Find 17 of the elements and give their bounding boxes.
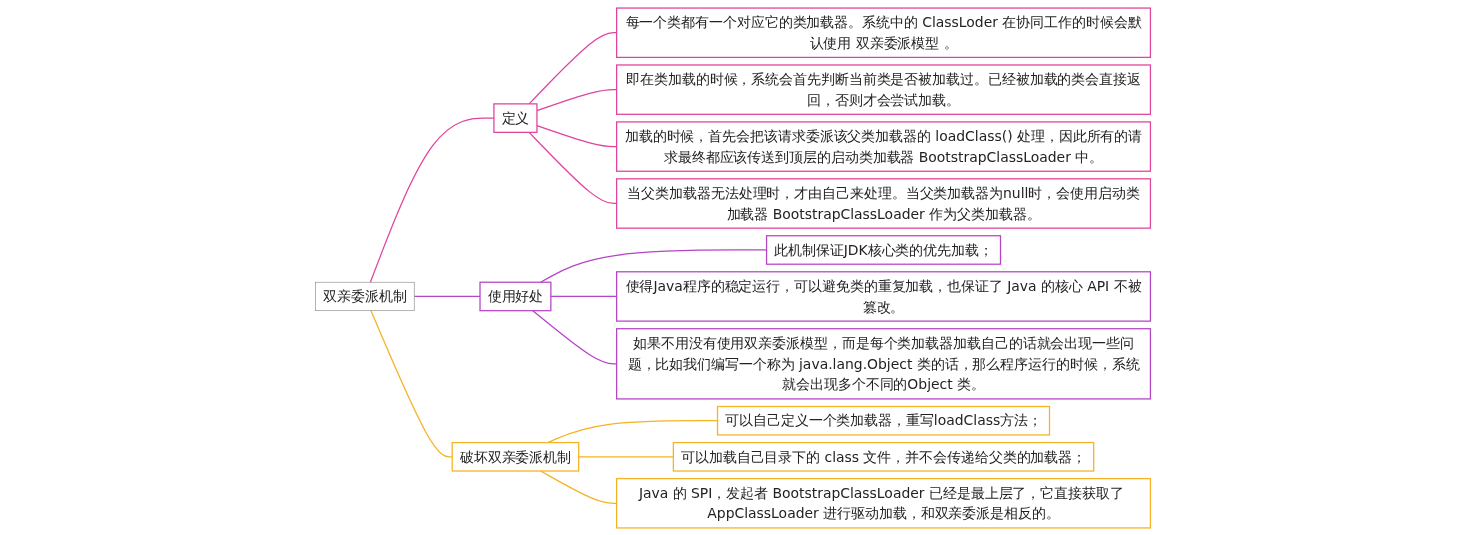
- node-box: 加载的时候，首先会把该请求委派该父类加载器的 loadClass() 处理，因此所有的请求最终都应该传送到顶层的启动类加载器 BootstrapClassLoader 中。: [616, 120, 1152, 172]
- node-box: 可以自己定义一个类加载器，重写loadClass方法；: [716, 405, 1051, 436]
- node-box: 每一个类都有一个对应它的类加载器。系统中的 ClassLoder 在协同工作的时候会默认使用 双亲委派模型 。: [616, 6, 1152, 58]
- node-box: 当父类加载器无法处理时，才由自己来处理。当父类加载器为null时，会使用启动类加载器 BootstrapClassLoader 作为父类加载器。: [616, 177, 1152, 229]
- node-box: 破坏双亲委派机制: [451, 441, 580, 472]
- node-box: 如果不用没有使用双亲委派模型，而是每个类加载器加载自己的话就会出现一些问题，比如我们编写一个称为 java.lang.Object 类的话，那么程序运行的时候，系统就会出现多个不同的Object 类。: [616, 327, 1152, 400]
- connector: [370, 309, 453, 457]
- node-box: 可以加载自己目录下的 class 文件，并不会传递给父类的加载器；: [672, 441, 1095, 472]
- node-box: 即在类加载的时候，系统会首先判断当前类是否被加载过。已经被加载的类会直接返回，否则才会尝试加载。: [616, 63, 1152, 115]
- connector: [413, 295, 481, 297]
- connector: [578, 455, 674, 457]
- node-box: 双亲委派机制: [315, 281, 415, 311]
- node-box: 定义: [493, 102, 538, 133]
- node-box: 使得Java程序的稳定运行，可以避免类的重复加载，也保证了 Java 的核心 API 不被篡改。: [616, 270, 1152, 322]
- node-box: Java 的 SPI，发起者 BootstrapClassLoader 已经是最上层了，它直接获取了 AppClassLoader 进行驱动加载，和双亲委派是相反的。: [616, 477, 1152, 529]
- node-box: 此机制保证JDK核心类的优先加载；: [765, 234, 1002, 265]
- node-box: 使用好处: [479, 281, 552, 311]
